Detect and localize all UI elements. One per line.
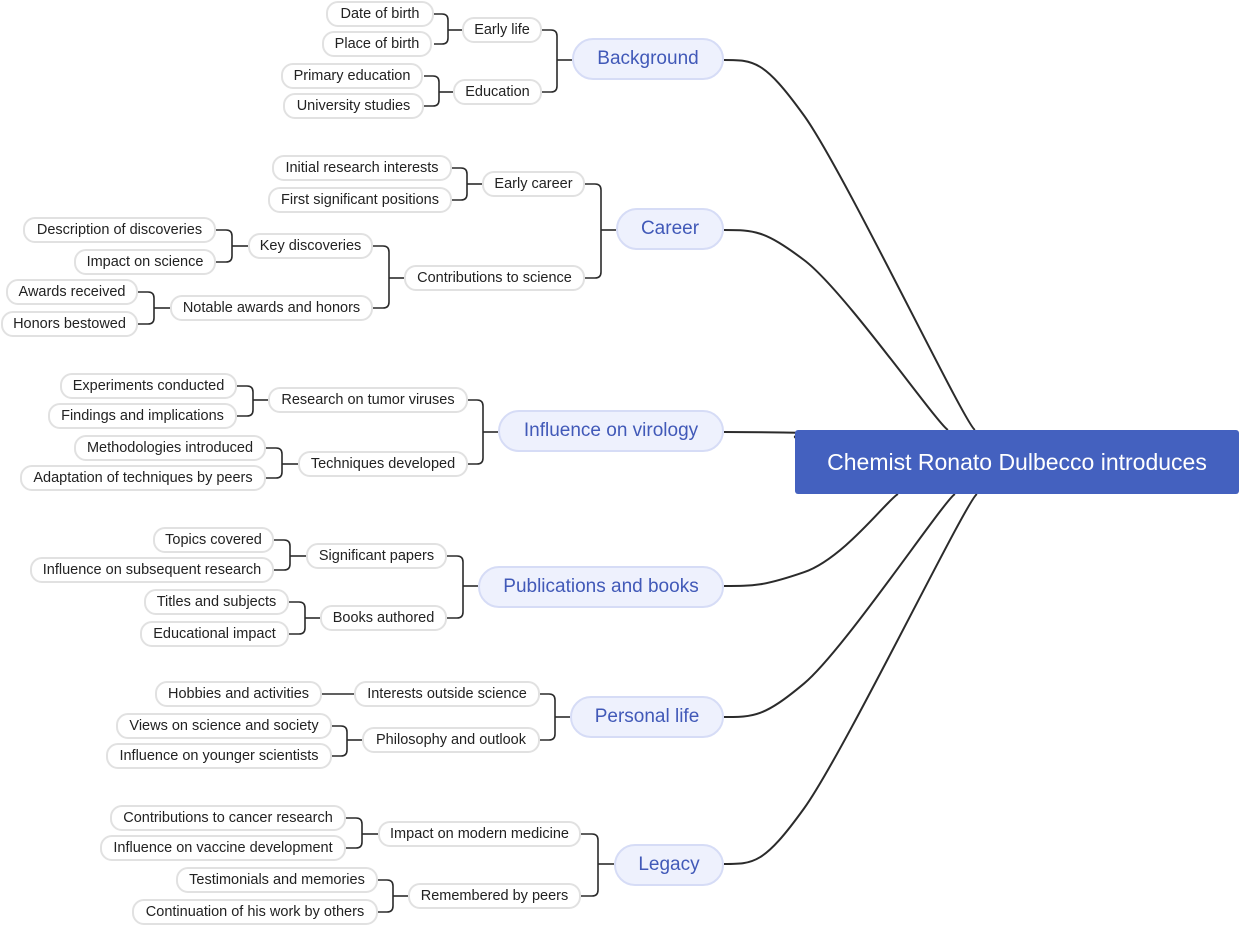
- node-books-authored[interactable]: Books authored: [320, 605, 447, 631]
- topic-background[interactable]: Background: [572, 38, 724, 80]
- node-research-on-tumor-viruses[interactable]: Research on tumor viruses: [268, 387, 468, 413]
- node-adaptation-of-techniques[interactable]: Adaptation of techniques by peers: [20, 465, 266, 491]
- node-techniques-developed[interactable]: Techniques developed: [298, 451, 468, 477]
- topic-connector: [723, 229, 949, 431]
- topic-connector: [723, 493, 978, 865]
- node-findings-and-implications[interactable]: Findings and implications: [48, 403, 237, 429]
- branch-connector: [266, 447, 283, 479]
- node-primary-education[interactable]: Primary education: [281, 63, 423, 89]
- branch-connector: [542, 29, 558, 93]
- root-node[interactable]: Chemist Ronato Dulbecco introduces: [795, 430, 1239, 494]
- branch-connector: [237, 385, 254, 417]
- topic-personal-life[interactable]: Personal life: [570, 696, 724, 738]
- node-awards-received[interactable]: Awards received: [6, 279, 138, 305]
- topic-connector: [723, 493, 899, 587]
- branch-connector: [585, 183, 602, 279]
- topic-influence-on-virology[interactable]: Influence on virology: [498, 410, 724, 452]
- node-methodologies-introduced[interactable]: Methodologies introduced: [74, 435, 266, 461]
- topic-publications-and-books[interactable]: Publications and books: [478, 566, 724, 608]
- node-university-studies[interactable]: University studies: [283, 93, 424, 119]
- topic-connector: [723, 59, 976, 431]
- node-contributions-to-science[interactable]: Contributions to science: [404, 265, 585, 291]
- node-influence-on-subsequent-research[interactable]: Influence on subsequent research: [30, 557, 274, 583]
- node-first-significant-positions[interactable]: First significant positions: [268, 187, 452, 213]
- branch-connector: [424, 75, 440, 107]
- node-testimonials-and-memories[interactable]: Testimonials and memories: [176, 867, 378, 893]
- branch-connector: [332, 725, 348, 757]
- node-remembered-by-peers[interactable]: Remembered by peers: [408, 883, 581, 909]
- node-early-life[interactable]: Early life: [462, 17, 542, 43]
- node-titles-and-subjects[interactable]: Titles and subjects: [144, 589, 289, 615]
- topic-connector: [723, 493, 956, 718]
- branch-connector: [447, 555, 464, 619]
- branch-connector: [373, 245, 390, 309]
- node-impact-on-science[interactable]: Impact on science: [74, 249, 216, 275]
- branch-connector: [289, 601, 306, 635]
- topic-legacy[interactable]: Legacy: [614, 844, 724, 886]
- node-influence-on-vaccine-development[interactable]: Influence on vaccine development: [100, 835, 346, 861]
- node-early-career[interactable]: Early career: [482, 171, 585, 197]
- branch-connector: [216, 229, 233, 263]
- node-date-of-birth[interactable]: Date of birth: [326, 1, 434, 27]
- topic-career[interactable]: Career: [616, 208, 724, 250]
- node-contributions-to-cancer-research[interactable]: Contributions to cancer research: [110, 805, 346, 831]
- node-interests-outside-science[interactable]: Interests outside science: [354, 681, 540, 707]
- node-topics-covered[interactable]: Topics covered: [153, 527, 274, 553]
- branch-connector: [581, 833, 599, 897]
- node-hobbies-and-activities[interactable]: Hobbies and activities: [155, 681, 322, 707]
- branch-connector: [434, 13, 449, 45]
- node-initial-research-interests[interactable]: Initial research interests: [272, 155, 452, 181]
- branch-connector: [274, 539, 291, 571]
- branch-connector: [138, 291, 155, 325]
- node-impact-on-modern-medicine[interactable]: Impact on modern medicine: [378, 821, 581, 847]
- branch-connector: [452, 167, 468, 201]
- node-experiments-conducted[interactable]: Experiments conducted: [60, 373, 237, 399]
- node-key-discoveries[interactable]: Key discoveries: [248, 233, 373, 259]
- branch-connector: [540, 693, 556, 741]
- node-continuation-of-his-work[interactable]: Continuation of his work by others: [132, 899, 378, 925]
- node-education[interactable]: Education: [453, 79, 542, 105]
- branch-connector: [346, 817, 363, 849]
- node-notable-awards-and-honors[interactable]: Notable awards and honors: [170, 295, 373, 321]
- node-honors-bestowed[interactable]: Honors bestowed: [1, 311, 138, 337]
- node-place-of-birth[interactable]: Place of birth: [322, 31, 432, 57]
- branch-connector: [468, 399, 484, 465]
- branch-connector: [378, 879, 394, 913]
- node-philosophy-and-outlook[interactable]: Philosophy and outlook: [362, 727, 540, 753]
- node-significant-papers[interactable]: Significant papers: [306, 543, 447, 569]
- node-description-of-discoveries[interactable]: Description of discoveries: [23, 217, 216, 243]
- node-views-on-science-and-society[interactable]: Views on science and society: [116, 713, 332, 739]
- node-influence-on-younger-scientists[interactable]: Influence on younger scientists: [106, 743, 332, 769]
- node-educational-impact[interactable]: Educational impact: [140, 621, 289, 647]
